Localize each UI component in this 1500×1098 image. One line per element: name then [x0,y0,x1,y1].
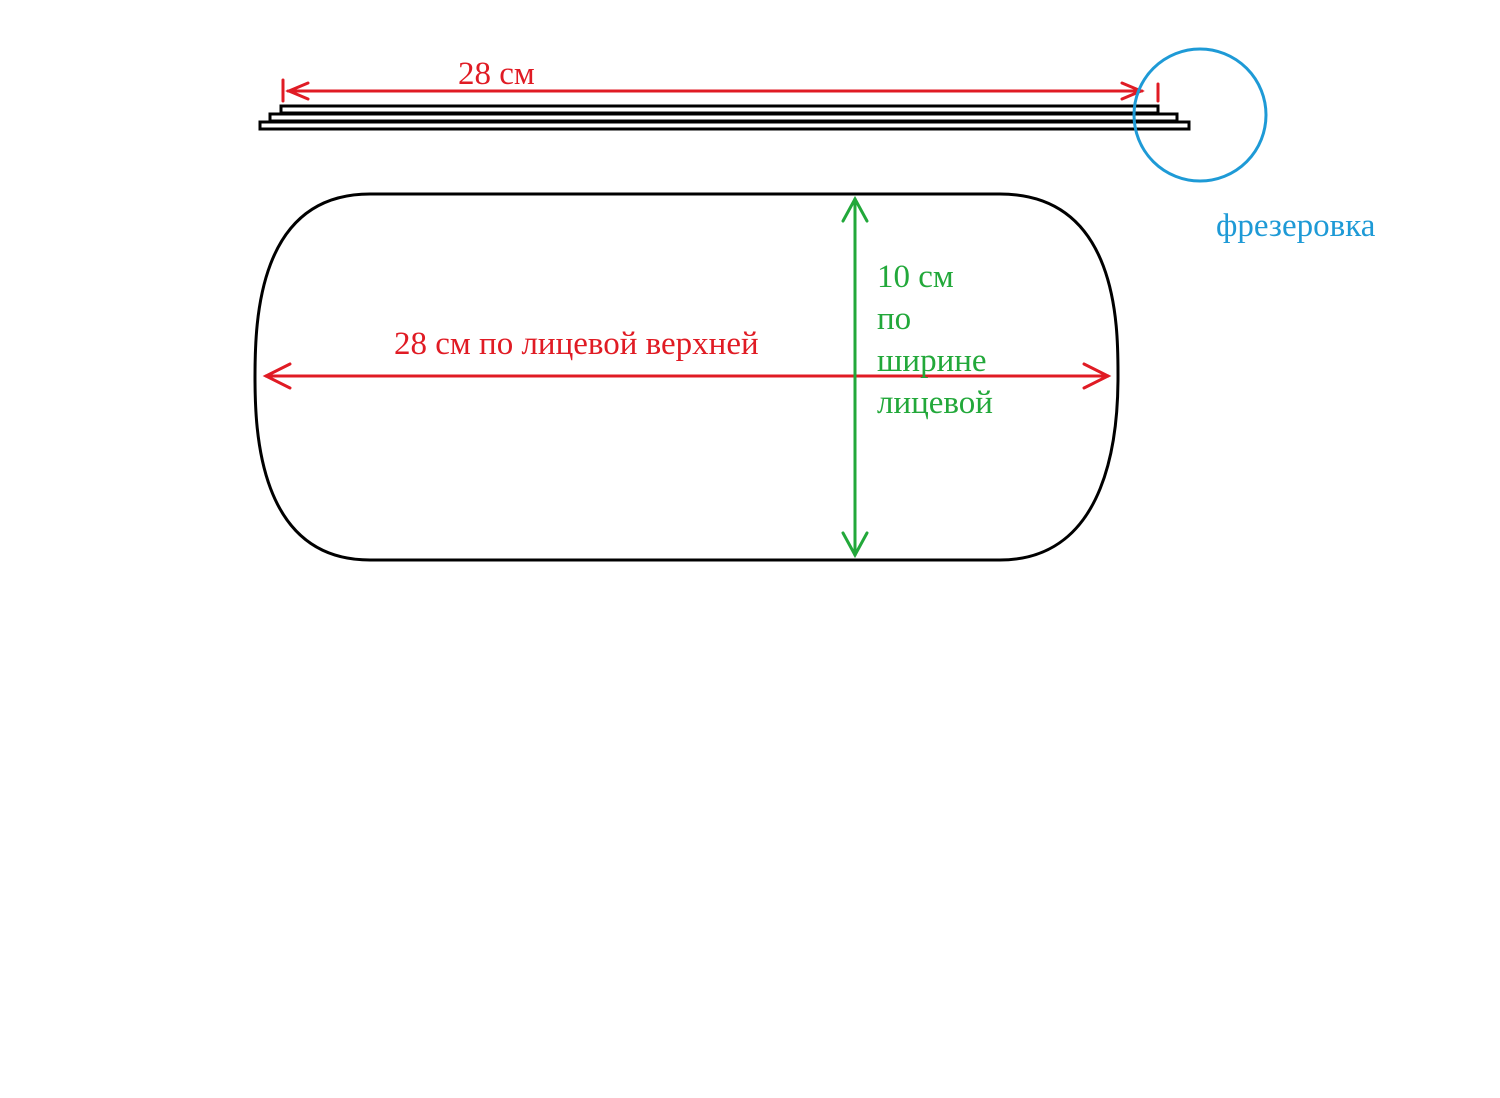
width-arrowhead-bottom [841,531,869,559]
milling-label: фрезеровка [1216,208,1376,244]
top-dimension-arrowhead-right [1120,81,1145,101]
board-bottom-layer [258,120,1191,131]
width-label-line: лицевой [877,385,993,421]
board-middle-layer [268,112,1179,123]
board-top-layer [279,104,1160,115]
width-dimension [841,195,869,559]
width-label: 10 см по ширине лицевой [877,256,1037,424]
width-label-line: 10 см [877,259,954,295]
top-length-dimension [281,78,1160,103]
face-length-dimension [262,362,1112,390]
board-face-outline [253,192,1120,562]
face-length-label: 28 см по лицевой верхней [394,326,759,362]
face-length-arrowhead-right [1082,362,1112,390]
top-length-label: 28 см [458,56,535,92]
top-dimension-arrowhead-left [285,81,310,101]
width-label-line: ширине [877,343,987,379]
milling-callout-circle [1132,47,1268,183]
board-side-profile [258,104,1191,131]
face-length-arrowhead-left [262,362,292,390]
width-label-line: по [877,301,912,337]
width-arrowhead-top [841,195,869,223]
